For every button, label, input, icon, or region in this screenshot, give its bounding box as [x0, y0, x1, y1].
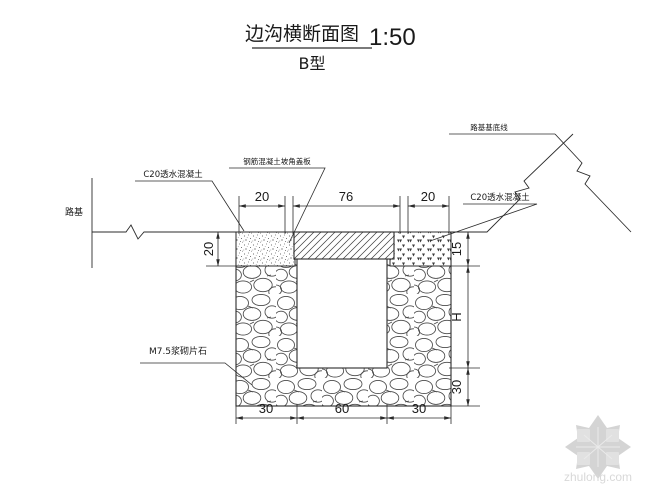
permeable-concrete-left	[235, 231, 296, 267]
right-outer-slope-line	[451, 133, 574, 233]
dimension-chain-top: 20 76 20	[238, 189, 450, 234]
subgrade-slope-line	[554, 133, 632, 233]
right-slope-group: 路基基底线	[449, 122, 632, 233]
drainage-channel-void	[296, 257, 388, 369]
dim-value-bottom-3: 30	[412, 401, 426, 416]
annotation-c20-left: C20透水混凝土	[135, 169, 245, 232]
leader-cover-plate	[229, 167, 326, 244]
drawing-subtitle: B型	[299, 54, 326, 73]
leader-c20-right	[429, 203, 538, 242]
label-roadbed: 路基	[65, 206, 83, 218]
annotation-rubble: M7.5浆砌片石	[140, 345, 253, 386]
label-c20-right: C20透水混凝土	[470, 192, 530, 203]
watermark-group: zhulong.com	[564, 415, 632, 484]
watermark-text: zhulong.com	[564, 470, 632, 484]
leader-rubble	[140, 362, 253, 386]
dimension-left-vertical: 20	[201, 231, 238, 267]
dim-value-bottom-2: 60	[335, 401, 349, 416]
dim-value-right-v2: H	[449, 312, 464, 321]
title-block: 边沟横断面图 B型 1:50	[245, 23, 416, 73]
annotation-cover-plate: 钢筋混凝土坡角盖板	[229, 156, 326, 244]
drawing-scale: 1:50	[369, 24, 416, 51]
left-ground-line	[92, 224, 236, 240]
dim-value-right-v1: 15	[449, 242, 464, 256]
left-roadbed-group: 路基	[65, 178, 236, 268]
annotation-c20-right: C20透水混凝土	[429, 192, 538, 242]
dim-value-bottom-1: 30	[259, 401, 273, 416]
dim-value-right-v3: 30	[449, 380, 464, 394]
dimension-chain-bottom: 30 60 30	[235, 401, 452, 424]
drawing-title: 边沟横断面图	[245, 23, 359, 45]
label-rubble: M7.5浆砌片石	[149, 345, 207, 357]
dim-value-left-v: 20	[201, 242, 216, 256]
dim-value-top-3: 20	[421, 189, 435, 204]
watermark-logo-icon	[565, 415, 631, 479]
dimension-right-vertical: 15 H 30	[449, 231, 480, 407]
label-subgrade-line: 路基基底线	[470, 122, 508, 132]
dim-value-top-1: 20	[255, 189, 269, 204]
leader-c20-left	[135, 180, 245, 232]
reinforced-concrete-cover-plate	[293, 231, 395, 260]
label-cover-plate: 钢筋混凝土坡角盖板	[243, 156, 311, 166]
dim-value-top-2: 76	[339, 189, 353, 204]
label-c20-left: C20透水混凝土	[143, 169, 203, 180]
